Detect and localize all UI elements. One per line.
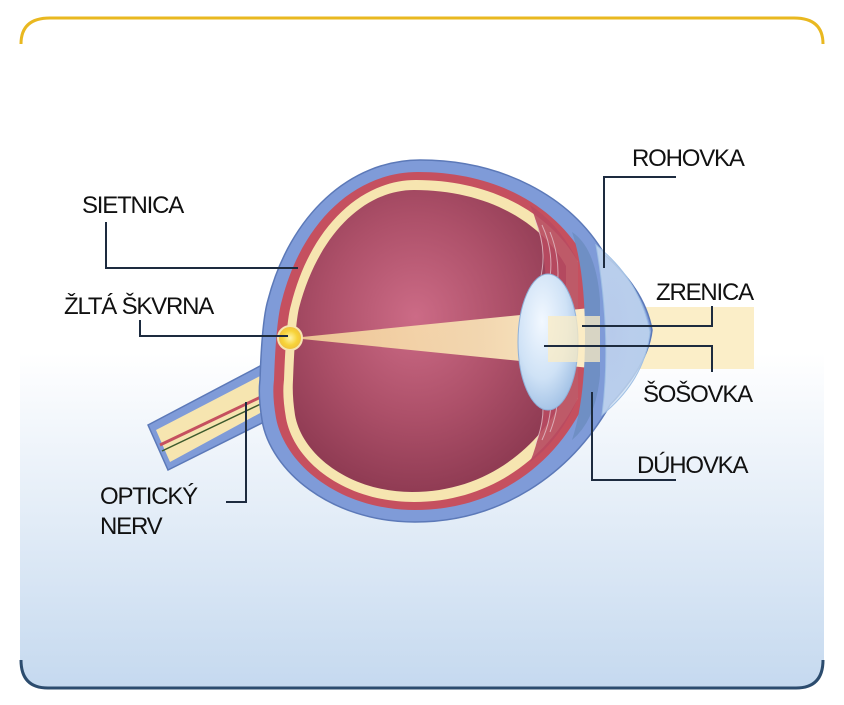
optic-nerve-vessel: [159, 393, 266, 447]
leader-opticky-nerv: [226, 402, 247, 503]
leader-sosovka: [544, 345, 713, 372]
label-sietnica: SIETNICA: [82, 192, 184, 219]
frame-bottom-border: [19, 659, 825, 690]
macula: [277, 325, 303, 351]
label-zrenica: ZRENICA: [656, 279, 754, 306]
label-duhovka: DÚHOVKA: [637, 452, 748, 479]
leader-zrenica: [582, 306, 713, 327]
label-opticky-nerv-line1: OPTICKÝ: [100, 483, 198, 510]
light-through-lens: [548, 316, 600, 362]
label-rohovka: ROHOVKA: [632, 145, 745, 172]
leader-sietnica: [105, 222, 298, 269]
cornea: [595, 243, 651, 417]
leader-lines: [105, 176, 713, 503]
frame-top-border: [19, 16, 825, 45]
label-zlta-skvrna: ŽLTÁ ŠKVRNA: [64, 292, 214, 320]
optic-nerve-core: [156, 375, 284, 462]
label-opticky-nerv-line2: NERV: [100, 513, 163, 540]
labels: SIETNICA ŽLTÁ ŠKVRNA OPTICKÝ NERV ROHOVK…: [64, 145, 755, 540]
optic-nerve-vessel-2: [161, 400, 268, 452]
optic-nerve: [147, 364, 294, 472]
label-sosovka: ŠOŠOVKA: [643, 380, 753, 408]
eyeball: [258, 159, 653, 523]
leader-rohovka: [603, 176, 676, 268]
leader-zlta-skvrna: [139, 320, 288, 337]
leader-duhovka: [591, 392, 676, 481]
